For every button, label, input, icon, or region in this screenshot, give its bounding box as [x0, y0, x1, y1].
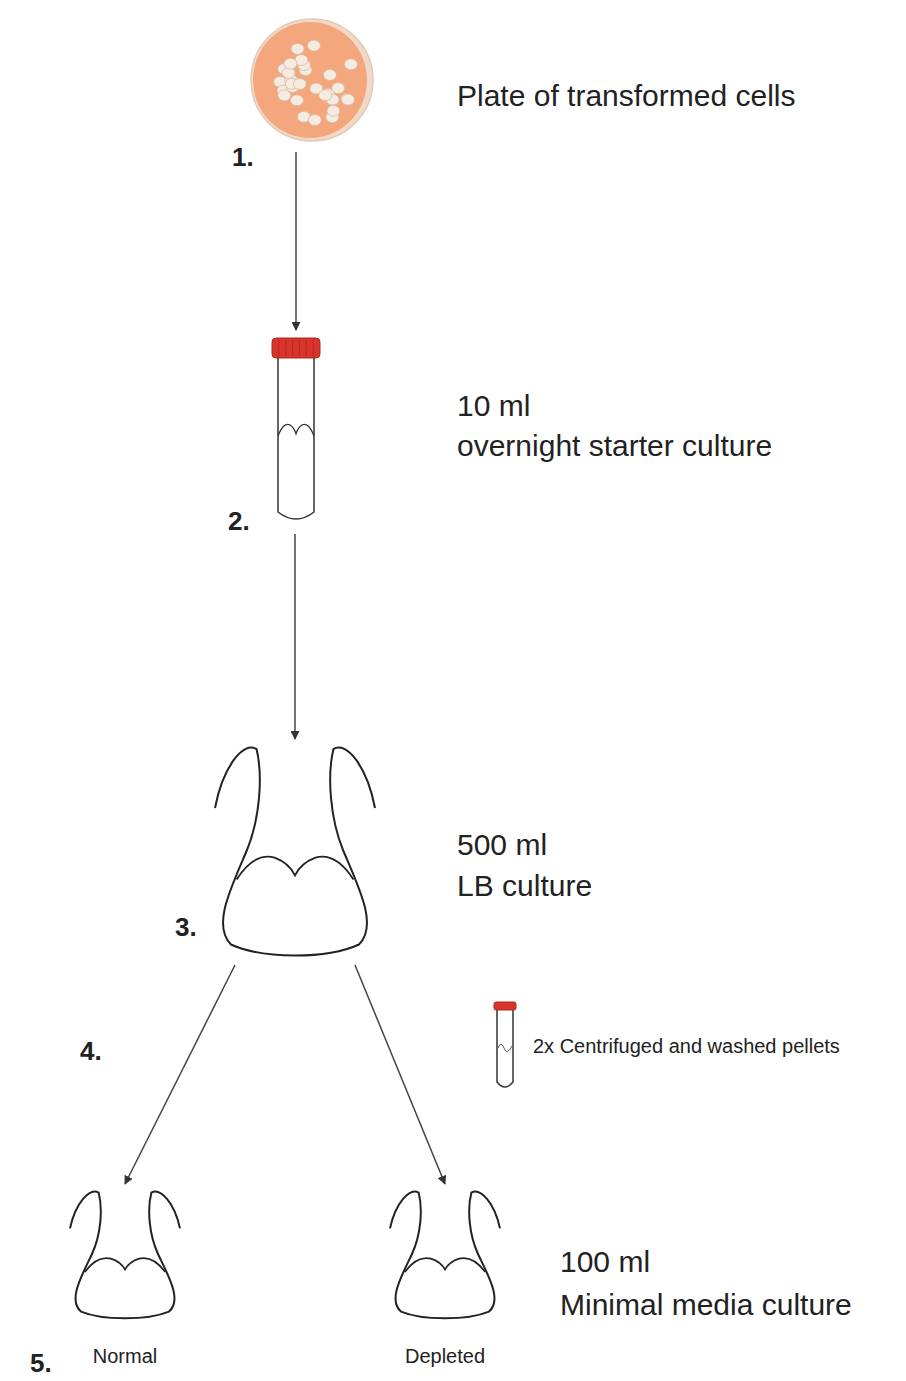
vessel-label: Plate of transformed cells	[457, 78, 795, 114]
arrow-connector	[294, 534, 296, 739]
plate-rim	[251, 19, 373, 141]
tube-drawing	[270, 336, 322, 524]
vessel-label: 10 ml	[457, 388, 530, 424]
flask-drawing	[390, 1190, 500, 1318]
vessel-label: LB culture	[457, 868, 592, 904]
flask-drawing	[215, 745, 375, 955]
tube-body	[278, 356, 314, 519]
flask-vessel: Normal	[70, 1190, 180, 1318]
annotation: 2x Centrifuged and washed pellets	[533, 1034, 840, 1058]
flask-drawing	[70, 1190, 180, 1318]
annotation: Minimal media culture	[560, 1287, 852, 1323]
callout-number: 3.	[175, 912, 197, 943]
culture-surface	[278, 424, 314, 436]
culture-surface	[85, 1258, 165, 1272]
flask-vessel: 500 mlLB culture	[215, 745, 375, 955]
culture-surface	[405, 1258, 485, 1272]
small-tube-icon	[494, 1002, 516, 1087]
culture-surface	[237, 857, 354, 880]
plate-drawing	[250, 18, 374, 142]
flask-outline	[215, 748, 375, 956]
flask-vessel: Depleted	[390, 1190, 500, 1318]
tube-vessel: 10 mlovernight starter culture	[270, 336, 322, 524]
agar	[253, 22, 367, 138]
flask-outline	[70, 1192, 180, 1319]
arrow-connector	[295, 152, 297, 330]
vessel-label: overnight starter culture	[457, 428, 772, 464]
callout-number: 2.	[228, 506, 250, 537]
callout-number: 1.	[232, 142, 254, 173]
callout-number: 4.	[80, 1036, 102, 1067]
flask-outline	[390, 1192, 500, 1319]
arrow-connector	[355, 965, 445, 1184]
vessel-label: 500 ml	[457, 827, 547, 863]
vessel-label: Normal	[93, 1344, 157, 1368]
tube-cap	[272, 338, 320, 358]
colonies	[274, 40, 358, 125]
vessel-label: Depleted	[405, 1344, 485, 1368]
plate-vessel: Plate of transformed cells	[250, 18, 374, 142]
annotation: 100 ml	[560, 1244, 650, 1280]
arrow-connector	[125, 965, 235, 1184]
callout-number: 5.	[30, 1348, 52, 1379]
